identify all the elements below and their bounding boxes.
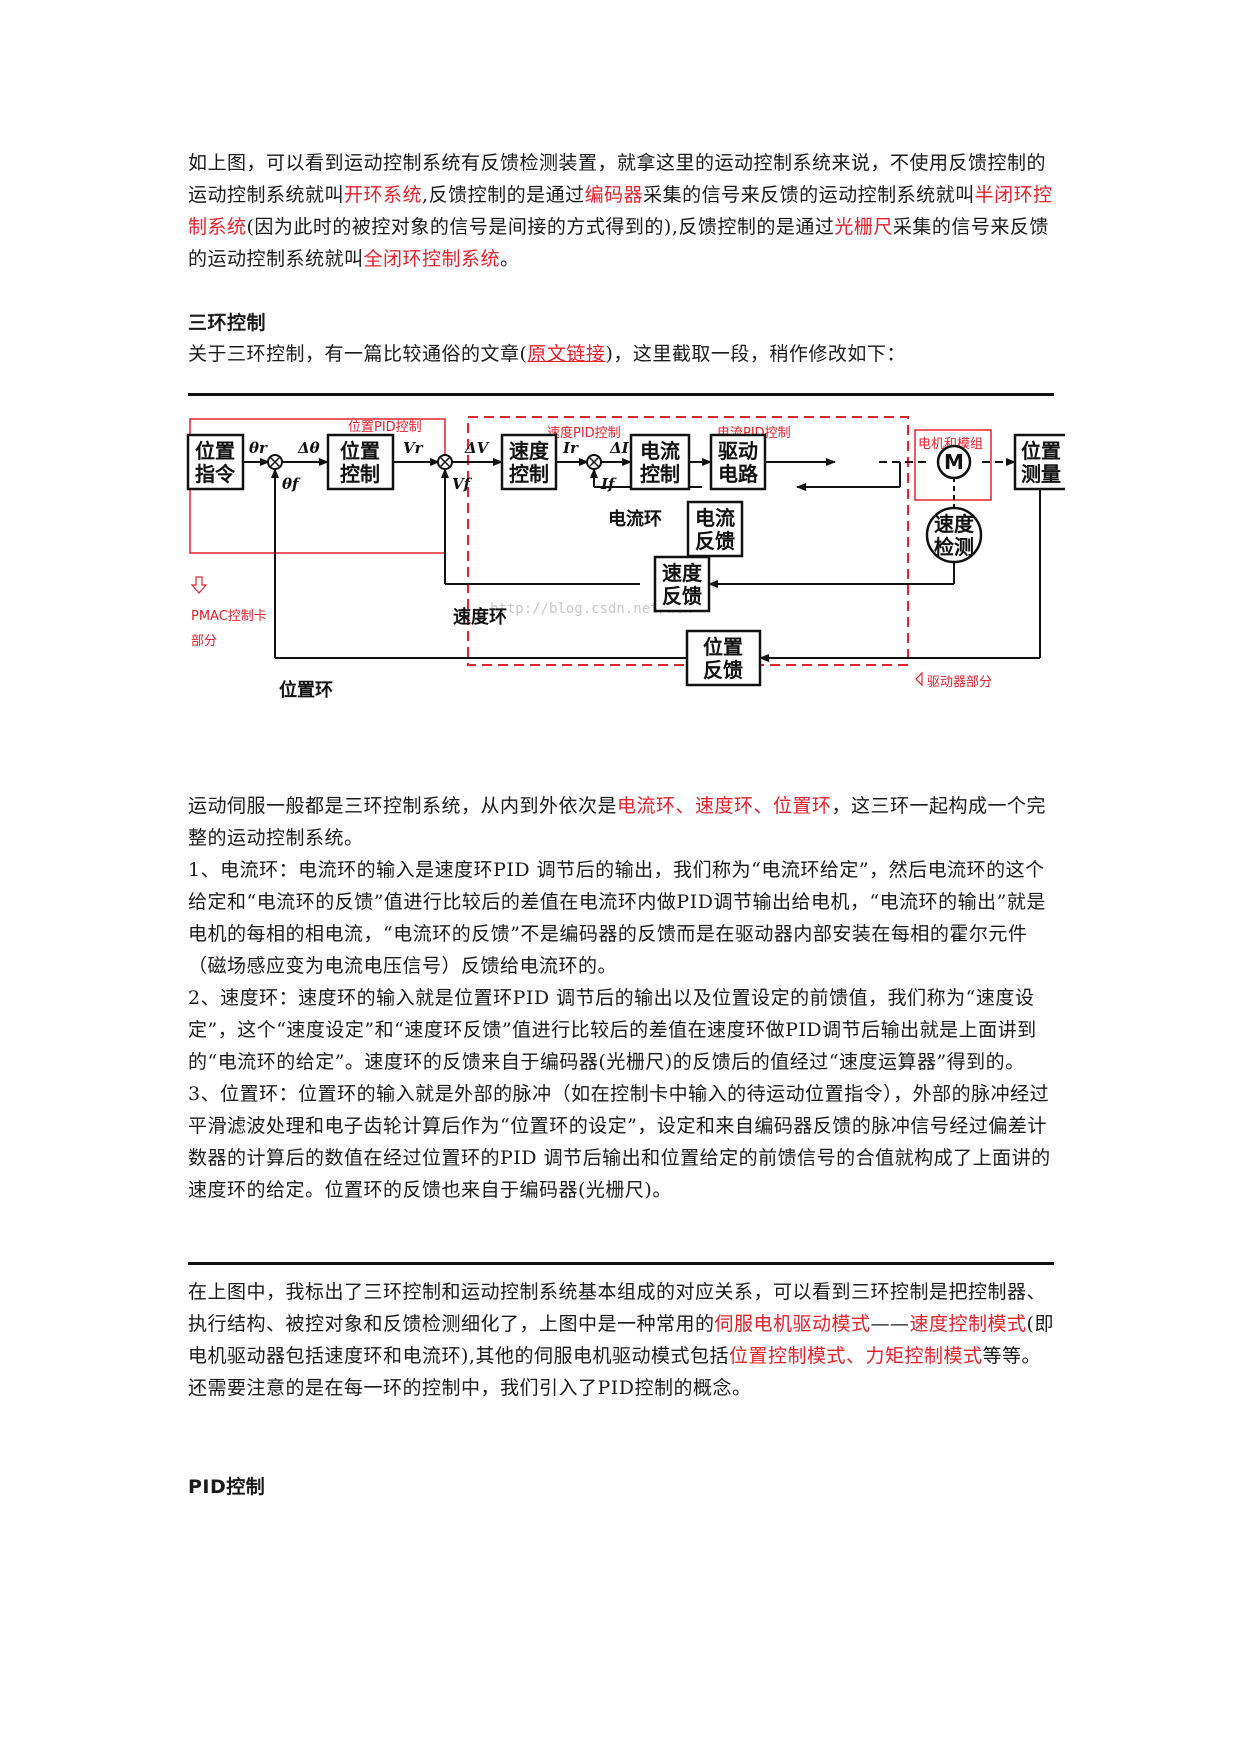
- lead-after: )，这里截取一段，稍作修改如下：: [605, 343, 906, 365]
- driver-arrow-icon: [915, 671, 923, 687]
- label-driver: 驱动器部分: [927, 675, 992, 690]
- summary-text-3: (即电机驱动器包括速度环和电流环),其他的伺服电机驱动模式包括: [188, 1313, 1054, 1367]
- label-speed-loop: 速度环: [453, 606, 507, 628]
- svg-text:反馈: 反馈: [662, 584, 702, 608]
- label-pid-position: 位置PID控制: [348, 420, 422, 435]
- label-pmac-1: PMAC控制卡: [191, 609, 267, 624]
- label-pid-speed: 速度PID控制: [547, 425, 621, 441]
- motor-icon: M: [936, 444, 972, 480]
- term-full-closed-loop: 全闭环控制系统: [363, 248, 501, 270]
- body-p1-b: ，这三环一起构成一个完整的运动控制系统。: [188, 795, 1047, 849]
- block-current-feedback: 电流 反馈: [686, 500, 744, 558]
- body-section: 运动伺服一般都是三环控制系统，从内到外依次是电流环、速度环、位置环，这三环一起构…: [188, 790, 1054, 1206]
- svg-text:M: M: [944, 450, 964, 474]
- svg-text:速度: 速度: [509, 439, 550, 463]
- svg-text:位置: 位置: [703, 635, 743, 659]
- block-speed-control: 速度 控制: [500, 433, 558, 491]
- body-p1-a: 运动伺服一般都是三环控制系统，从内到外依次是: [188, 795, 618, 817]
- summary-p1: 在上图中，我标出了三环控制和运动控制系统基本组成的对应关系，可以看到三环控制是把…: [188, 1276, 1054, 1372]
- intro-text-1: 如上图，可以看到运动控制系统有反馈检测装置，就拿这里的运动控制系统来说，不使用反…: [188, 152, 1047, 206]
- summary-text-1: 在上图中，我标出了三环控制和运动控制系统基本组成的对应关系，可以看到三环控制是把…: [188, 1281, 1047, 1335]
- block-position-command: 位置 指令: [186, 433, 245, 491]
- summing-junction-speed: [437, 454, 453, 470]
- pmac-arrow-icon: [190, 576, 208, 594]
- svg-text:速度: 速度: [662, 561, 703, 585]
- body-speed-loop: 2、速度环：速度环的输入就是位置环PID 调节后的输出以及位置设定的前馈值，我们…: [188, 987, 1037, 1073]
- symbol-v-r: Vr: [403, 439, 424, 457]
- body-p1: 运动伺服一般都是三环控制系统，从内到外依次是电流环、速度环、位置环，这三环一起构…: [188, 790, 1054, 854]
- svg-text:测量: 测量: [1021, 462, 1061, 486]
- svg-text:指令: 指令: [195, 462, 236, 486]
- block-speed-feedback: 速度 反馈: [653, 555, 711, 613]
- divider-bottom: [188, 1262, 1054, 1265]
- label-current-loop: 电流环: [608, 508, 662, 530]
- svg-text:反馈: 反馈: [695, 529, 735, 553]
- summing-junction-position: [267, 454, 283, 470]
- summing-junction-current: [586, 454, 602, 470]
- body-current-loop: 1、电流环：电流环的输入是速度环PID 调节后的输出，我们称为“电流环给定”，然…: [188, 859, 1046, 977]
- label-motor-module: 电机和模组: [918, 437, 983, 452]
- svg-text:位置: 位置: [1021, 439, 1061, 463]
- svg-text:检测: 检测: [934, 535, 974, 559]
- summary-text-2: ——: [870, 1313, 910, 1335]
- block-drive-circuit: 驱动 电路: [709, 433, 767, 491]
- symbol-v-f: Vf: [452, 475, 473, 493]
- term-three-loops: 电流环、速度环、位置环: [617, 795, 832, 817]
- term-speed-control-mode: 速度控制模式: [909, 1313, 1027, 1335]
- intro-text-5: 采集的信号来反馈的运动控制系统就叫: [188, 216, 1049, 270]
- svg-text:控制: 控制: [340, 462, 380, 486]
- speed-detect-node: 速度 检测: [925, 506, 983, 564]
- svg-text:位置: 位置: [340, 439, 380, 463]
- svg-text:电流: 电流: [640, 439, 680, 463]
- three-loop-block-diagram: 位置PID控制 速度PID控制 电流PID控制 电机和模组 PMAC控制卡 部分…: [186, 416, 1065, 701]
- term-position-torque-mode: 位置控制模式、力矩控制模式: [728, 1345, 983, 1367]
- section-heading-pid: PID控制: [188, 1476, 266, 1498]
- symbol-i-r: Ir: [562, 439, 579, 457]
- symbol-i-f: If: [600, 475, 617, 493]
- term-semi-closed-loop: 半闭环控制系统: [188, 184, 1053, 238]
- symbol-delta-v: ΔV: [464, 439, 490, 457]
- intro-text: 如上图，可以看到运动控制系统有反馈检测装置，就拿这里的运动控制系统来说，不使用反…: [188, 147, 1054, 275]
- section-heading-three-loop: 三环控制: [188, 312, 267, 334]
- svg-text:电流: 电流: [695, 506, 735, 530]
- label-position-loop: 位置环: [279, 679, 333, 701]
- term-open-loop: 开环系统: [344, 184, 423, 206]
- term-grating-ruler: 光栅尺: [834, 216, 893, 238]
- summary-p2: 还需要注意的是在每一环的控制中，我们引入了PID控制的概念。: [188, 1377, 752, 1399]
- three-loop-lead-text: 关于三环控制，有一篇比较通俗的文章(原文链接)，这里截取一段，稍作修改如下：: [188, 338, 1054, 370]
- watermark: http://blog.csdn.net/wen: [490, 601, 692, 617]
- symbol-delta-theta: Δθ: [297, 439, 320, 457]
- body-position-loop: 3、位置环：位置环的输入就是外部的脉冲（如在控制卡中输入的待运动位置指令），外部…: [188, 1083, 1051, 1201]
- svg-text:电路: 电路: [718, 462, 759, 486]
- symbol-theta-f: θf: [282, 475, 301, 493]
- lead-before: 关于三环控制，有一篇比较通俗的文章(: [188, 343, 528, 365]
- divider-top: [188, 393, 1054, 396]
- svg-text:控制: 控制: [509, 462, 549, 486]
- three-loop-lead: 关于三环控制，有一篇比较通俗的文章(原文链接)，这里截取一段，稍作修改如下：: [188, 338, 1054, 370]
- intro-text-3: 采集的信号来反馈的运动控制系统就叫: [643, 184, 975, 206]
- block-position-measure: 位置 测量: [1013, 433, 1065, 491]
- intro-text-2: ,反馈控制的是通过: [422, 184, 585, 206]
- svg-text:速度: 速度: [934, 512, 975, 536]
- summary-text-4: 等等。: [982, 1345, 1041, 1367]
- block-current-control: 电流 控制: [629, 433, 691, 491]
- intro-paragraph: 如上图，可以看到运动控制系统有反馈检测装置，就拿这里的运动控制系统来说，不使用反…: [188, 147, 1054, 275]
- original-article-link[interactable]: 原文链接: [527, 343, 606, 365]
- svg-text:驱动: 驱动: [718, 439, 758, 463]
- intro-text-6: 。: [500, 248, 520, 270]
- symbol-theta-r: θr: [249, 439, 268, 457]
- label-pmac-2: 部分: [191, 634, 217, 649]
- term-encoder: 编码器: [584, 184, 644, 206]
- symbol-delta-i: ΔI: [609, 439, 630, 457]
- block-position-feedback: 位置 反馈: [685, 629, 762, 687]
- svg-text:位置: 位置: [195, 439, 235, 463]
- driver-region-box: [467, 416, 909, 666]
- svg-text:反馈: 反馈: [703, 658, 743, 682]
- summary-section: 在上图中，我标出了三环控制和运动控制系统基本组成的对应关系，可以看到三环控制是把…: [188, 1276, 1054, 1404]
- intro-text-4: (因为此时的被控对象的信号是间接的方式得到的),反馈控制的是通过: [246, 216, 835, 238]
- block-position-control: 位置 控制: [326, 433, 395, 491]
- svg-text:控制: 控制: [640, 462, 680, 486]
- term-servo-drive-mode: 伺服电机驱动模式: [714, 1313, 871, 1335]
